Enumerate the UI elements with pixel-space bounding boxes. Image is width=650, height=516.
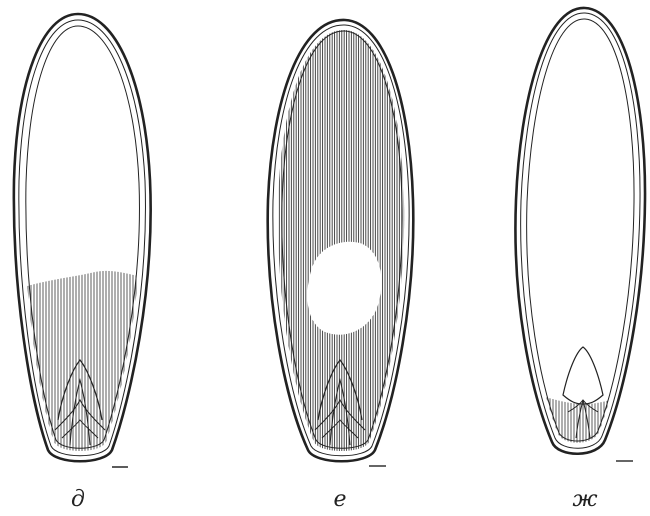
figure-label-d: д <box>71 487 85 512</box>
seed-outer-wall <box>515 8 645 454</box>
seed-figure-zh: ж <box>515 8 645 512</box>
figure-label-e: е <box>333 487 346 512</box>
seed-figure-d: д <box>10 14 151 512</box>
figure-label-zh: ж <box>572 487 597 512</box>
seed-figure-e: е <box>260 20 420 512</box>
